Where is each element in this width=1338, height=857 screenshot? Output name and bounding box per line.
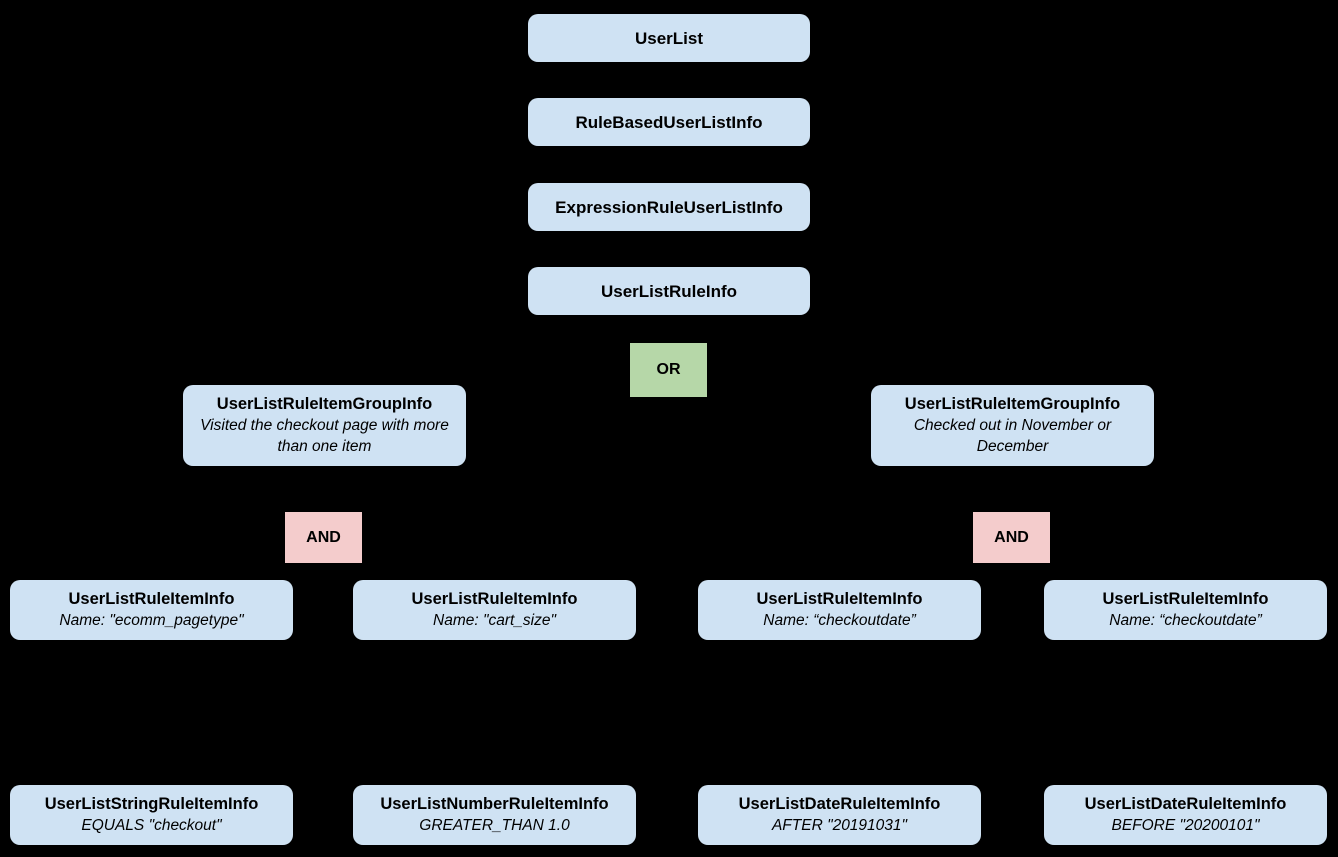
node-description: GREATER_THAN 1.0 <box>419 817 570 834</box>
node-title: UserListStringRuleItemInfo <box>44 795 259 813</box>
node-title: UserListDateRuleItemInfo <box>738 795 941 813</box>
node-stringruleitem: UserListStringRuleItemInfo EQUALS "check… <box>10 785 293 845</box>
node-rulebaseduserlistinfo: RuleBasedUserListInfo <box>528 98 810 146</box>
operator-and-left: AND <box>285 512 362 563</box>
operator-label: AND <box>994 528 1029 546</box>
node-title: UserListRuleItemInfo <box>411 590 578 608</box>
operator-label: AND <box>306 528 341 546</box>
node-description: Name: "cart_size" <box>433 612 556 629</box>
node-title: ExpressionRuleUserListInfo <box>555 197 783 217</box>
node-title: UserListRuleItemGroupInfo <box>216 395 433 413</box>
node-title: UserListNumberRuleItemInfo <box>380 795 609 813</box>
node-userlistruleinfo: UserListRuleInfo <box>528 267 810 315</box>
node-ruleitemgroup-right: UserListRuleItemGroupInfo Checked out in… <box>871 385 1154 466</box>
node-numberruleitem: UserListNumberRuleItemInfo GREATER_THAN … <box>353 785 636 845</box>
node-description: Checked out in November or December <box>913 417 1112 455</box>
node-title: UserListRuleItemInfo <box>68 590 235 608</box>
node-description: EQUALS "checkout" <box>81 817 222 834</box>
node-userlist: UserList <box>528 14 810 62</box>
node-ruleitem-ecomm-pagetype: UserListRuleItemInfo Name: "ecomm_pagety… <box>10 580 293 640</box>
node-ruleitem-checkoutdate-1: UserListRuleItemInfo Name: “checkoutdate… <box>698 580 981 640</box>
connector-arrowhead-right-icon <box>981 368 1014 381</box>
node-title: UserListDateRuleItemInfo <box>1084 795 1287 813</box>
node-ruleitem-cart-size: UserListRuleItemInfo Name: "cart_size" <box>353 580 636 640</box>
node-title: UserListRuleItemInfo <box>756 590 923 608</box>
node-dateruleitem-after: UserListDateRuleItemInfo AFTER "20191031… <box>698 785 981 845</box>
node-description: Visited the checkout page with more than… <box>200 417 449 455</box>
node-ruleitemgroup-left: UserListRuleItemGroupInfo Visited the ch… <box>183 385 466 466</box>
node-expressionruleuserlistinfo: ExpressionRuleUserListInfo <box>528 183 810 231</box>
node-ruleitem-checkoutdate-2: UserListRuleItemInfo Name: “checkoutdate… <box>1044 580 1327 640</box>
node-title: UserListRuleInfo <box>600 281 738 301</box>
node-description: AFTER "20191031" <box>771 817 908 834</box>
node-title: UserListRuleItemGroupInfo <box>904 395 1121 413</box>
node-title: UserList <box>634 28 704 48</box>
operator-or: OR <box>630 343 707 397</box>
node-description: BEFORE "20200101" <box>1111 817 1260 834</box>
node-description: Name: “checkoutdate” <box>763 612 916 629</box>
node-dateruleitem-before: UserListDateRuleItemInfo BEFORE "2020010… <box>1044 785 1327 845</box>
operator-and-right: AND <box>973 512 1050 563</box>
node-description: Name: “checkoutdate” <box>1109 612 1262 629</box>
connector-arrowhead-left-icon <box>314 372 347 385</box>
operator-label: OR <box>656 361 681 378</box>
node-description: Name: "ecomm_pagetype" <box>59 612 244 629</box>
node-title: RuleBasedUserListInfo <box>575 112 763 132</box>
node-title: UserListRuleItemInfo <box>1102 590 1269 608</box>
